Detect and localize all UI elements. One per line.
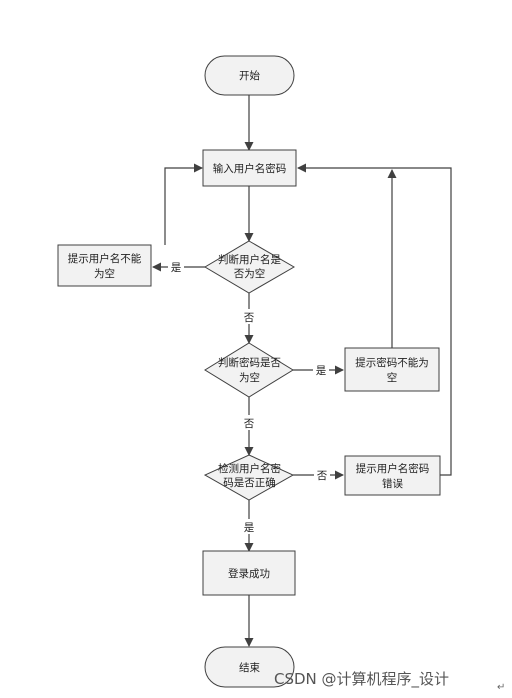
label-username-empty-yes: 是: [171, 262, 182, 274]
check-password-decision: 判断密码是否 为空: [204, 342, 294, 398]
verify-credentials-line-2: 码是否正确: [223, 476, 276, 489]
credentials-error-tip-node: 提示用户名密码 错误: [344, 455, 441, 496]
check-username-line-2: 否为空: [234, 267, 266, 280]
edge-error-tip-to-input: [297, 163, 452, 476]
check-username-decision: 判断用户名是 否为空: [204, 240, 295, 294]
credentials-error-tip-line-2: 错误: [382, 477, 403, 490]
username-empty-tip-line-1: 提示用户名不能: [68, 252, 142, 265]
username-empty-tip-line-2: 为空: [94, 267, 115, 280]
password-empty-tip-line-1: 提示密码不能为: [355, 356, 429, 369]
check-password-line-1: 判断密码是否: [218, 356, 281, 369]
verify-credentials-line-1: 检测用户名密: [218, 462, 281, 475]
paragraph-return-mark: ↵: [497, 682, 505, 693]
label-password-empty-yes: 是: [316, 365, 327, 377]
label-password-empty-no: 否: [244, 418, 255, 430]
password-empty-tip-node: 提示密码不能为 空: [344, 347, 440, 392]
password-empty-tip-line-2: 空: [387, 371, 398, 384]
label-username-empty-no: 否: [244, 312, 255, 324]
edge-username-tip-to-input: [164, 163, 203, 245]
verify-credentials-decision: 检测用户名密 码是否正确: [203, 454, 295, 501]
login-success-node: 登录成功: [202, 550, 296, 596]
start-node-label: 开始: [239, 69, 260, 82]
input-credentials-node: 输入用户名密码: [202, 149, 297, 187]
start-node: 开始: [204, 55, 295, 96]
credentials-error-tip-line-1: 提示用户名密码: [356, 462, 430, 475]
login-success-label: 登录成功: [228, 567, 270, 580]
label-credentials-right: 是: [244, 522, 255, 534]
label-credentials-wrong: 否: [317, 470, 328, 482]
end-node-label: 结束: [239, 661, 260, 674]
end-node: 结束: [204, 646, 295, 688]
input-credentials-label: 输入用户名密码: [213, 162, 287, 175]
username-empty-tip-node: 提示用户名不能 为空: [57, 244, 152, 287]
check-username-line-1: 判断用户名是: [218, 253, 281, 266]
check-password-line-2: 为空: [239, 371, 260, 384]
csdn-watermark: CSDN @计算机程序_设计: [274, 670, 449, 689]
